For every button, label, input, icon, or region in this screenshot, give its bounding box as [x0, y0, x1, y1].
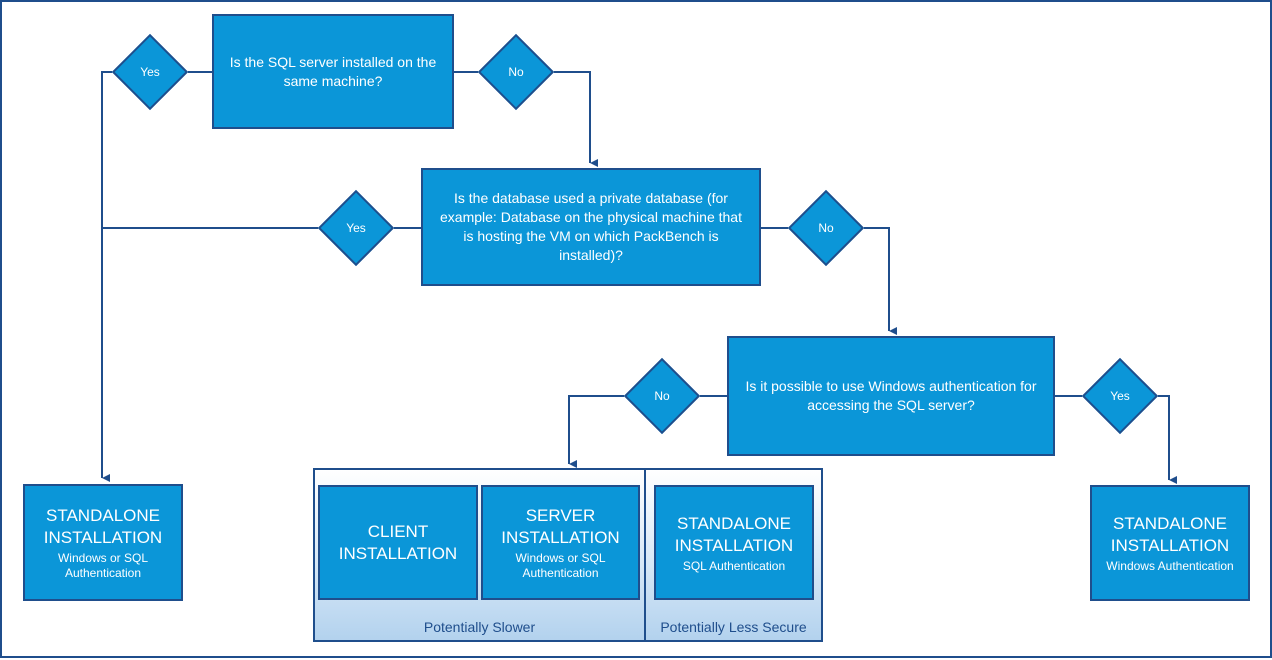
question-text: Is it possible to use Windows authentica… [745, 378, 1037, 413]
result-title: STANDALONE INSTALLATION [674, 514, 794, 555]
result-standalone-sql: STANDALONE INSTALLATION SQL Authenticati… [654, 485, 814, 600]
group-label-slower: Potentially Slower [423, 619, 536, 635]
group-divider [644, 468, 646, 642]
result-title: STANDALONE INSTALLATION [1110, 514, 1230, 555]
decision-q1-no-label: No [508, 65, 524, 79]
connector-q1-no-down [554, 71, 598, 167]
decision-q1-yes-label: Yes [140, 65, 160, 79]
result-client-installation: CLIENT INSTALLATION [318, 485, 478, 600]
result-server-installation: SERVER INSTALLATION Windows or SQL Authe… [481, 485, 640, 600]
question-sql-server-same-machine: Is the SQL server installed on the same … [212, 14, 454, 129]
question-text: Is the database used a private database … [440, 190, 742, 263]
decision-q3-yes-label: Yes [1110, 389, 1130, 403]
connector-q3-yes-down [1158, 395, 1177, 484]
result-standalone-windows: STANDALONE INSTALLATION Windows Authenti… [1090, 485, 1250, 601]
result-title: CLIENT INSTALLATION [338, 521, 458, 563]
question-windows-authentication: Is it possible to use Windows authentica… [727, 336, 1055, 456]
result-subtitle: Windows Authentication [1106, 559, 1234, 573]
connector-q3-no-down [568, 395, 624, 468]
result-subtitle: Windows or SQL Authentication [57, 550, 149, 580]
group-label-less-secure: Potentially Less Secure [660, 619, 807, 635]
question-text: Is the SQL server installed on the same … [229, 53, 437, 89]
decision-q2-no-label: No [818, 221, 834, 235]
result-subtitle: SQL Authentication [682, 559, 786, 573]
question-private-database: Is the database used a private database … [421, 168, 761, 286]
decision-q2-yes-label: Yes [346, 221, 366, 235]
connector-q2-no-down [864, 227, 897, 335]
decision-q3-no-label: No [654, 389, 670, 403]
connector-q1-yes-down [101, 71, 112, 482]
result-title: STANDALONE INSTALLATION [43, 505, 163, 547]
result-standalone-windows-or-sql: STANDALONE INSTALLATION Windows or SQL A… [23, 484, 183, 601]
result-title: SERVER INSTALLATION [501, 505, 620, 547]
result-subtitle: Windows or SQL Authentication [515, 550, 606, 580]
